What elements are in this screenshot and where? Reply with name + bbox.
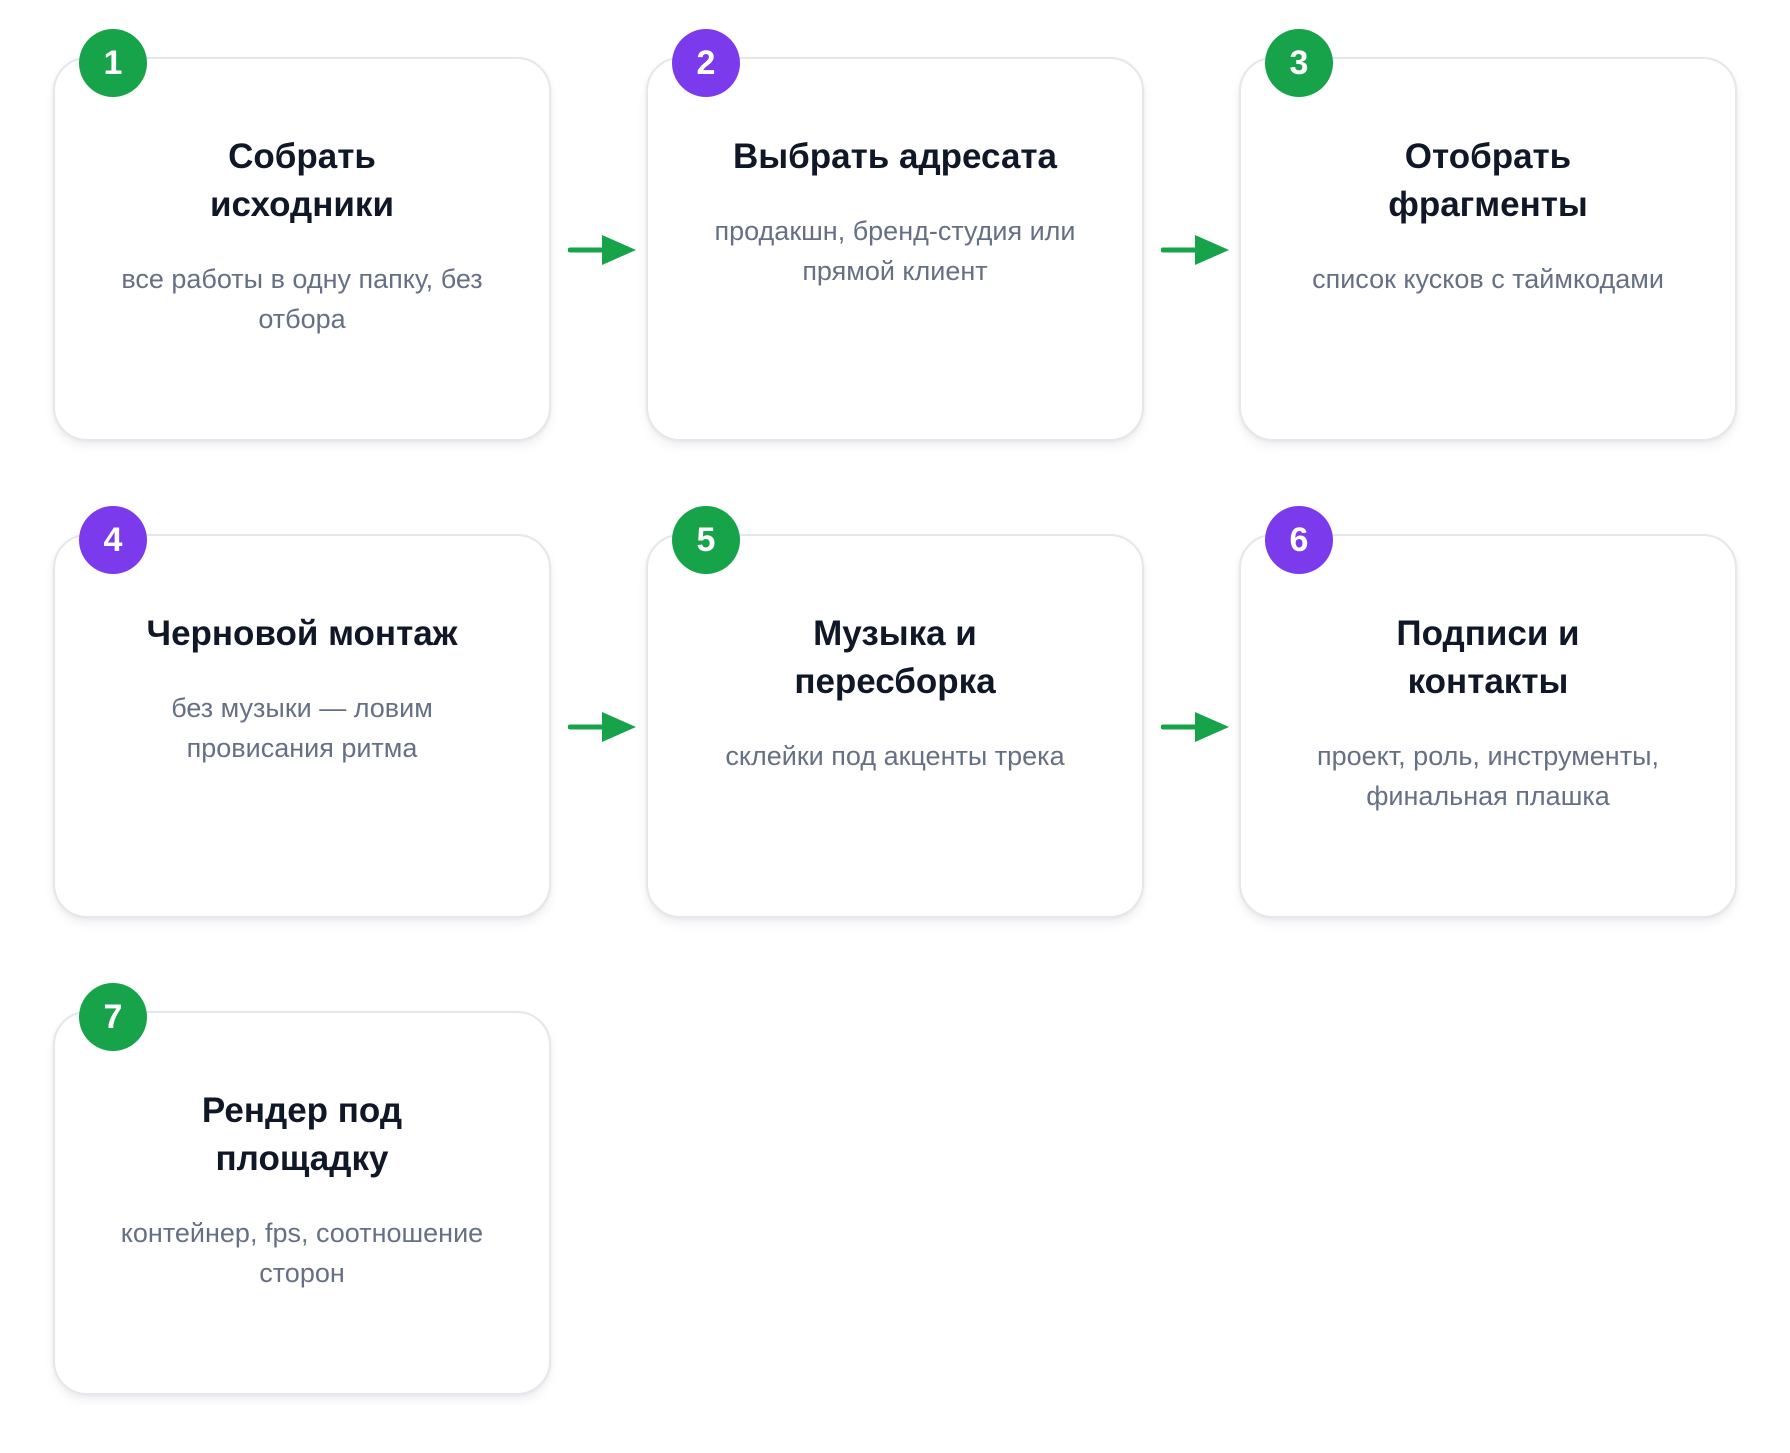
step-card-6: 6 Подписи и контакты проект, роль, инстр… bbox=[1239, 506, 1737, 918]
step-title: Собрать исходники bbox=[210, 137, 394, 224]
step-number-badge: 4 bbox=[79, 506, 147, 574]
step-title: Подписи и контакты bbox=[1396, 614, 1580, 701]
step-description: проект, роль, инструменты, финальная пла… bbox=[1317, 741, 1659, 811]
step-number-badge: 5 bbox=[672, 506, 740, 574]
step-description: без музыки — ловим провисания ритма bbox=[171, 693, 433, 763]
step-card-5: 5 Музыка и пересборка склейки под акцент… bbox=[646, 506, 1144, 918]
step-card-4: 4 Черновой монтаж без музыки — ловим про… bbox=[53, 506, 551, 918]
step-number-badge: 3 bbox=[1265, 29, 1333, 97]
step-number-badge: 7 bbox=[79, 983, 147, 1051]
arrow-right-icon bbox=[568, 712, 636, 742]
step-title: Музыка и пересборка bbox=[794, 614, 996, 701]
step-number-badge: 1 bbox=[79, 29, 147, 97]
step-description: все работы в одну папку, без отбора bbox=[121, 264, 483, 334]
step-card-7: 7 Рендер под площадку контейнер, fps, со… bbox=[53, 983, 551, 1395]
step-number-badge: 6 bbox=[1265, 506, 1333, 574]
step-description: список кусков с таймкодами bbox=[1312, 264, 1664, 294]
step-title: Черновой монтаж bbox=[146, 614, 458, 653]
step-description: продакшн, бренд-студия или прямой клиент bbox=[714, 216, 1076, 286]
step-description: склейки под акценты трека bbox=[725, 741, 1065, 771]
step-number-badge: 2 bbox=[672, 29, 740, 97]
step-card-2: 2 Выбрать адресата продакшн, бренд-студи… bbox=[646, 29, 1144, 441]
step-title: Отобрать фрагменты bbox=[1388, 137, 1588, 224]
step-title: Выбрать адресата bbox=[732, 137, 1058, 176]
step-description: контейнер, fps, соотношение сторон bbox=[120, 1218, 484, 1288]
step-card-3: 3 Отобрать фрагменты список кусков с тай… bbox=[1239, 29, 1737, 441]
arrow-right-icon bbox=[568, 235, 636, 265]
arrow-right-icon bbox=[1161, 235, 1229, 265]
step-card-1: 1 Собрать исходники все работы в одну па… bbox=[53, 29, 551, 441]
arrow-right-icon bbox=[1161, 712, 1229, 742]
step-title: Рендер под площадку bbox=[201, 1091, 403, 1178]
